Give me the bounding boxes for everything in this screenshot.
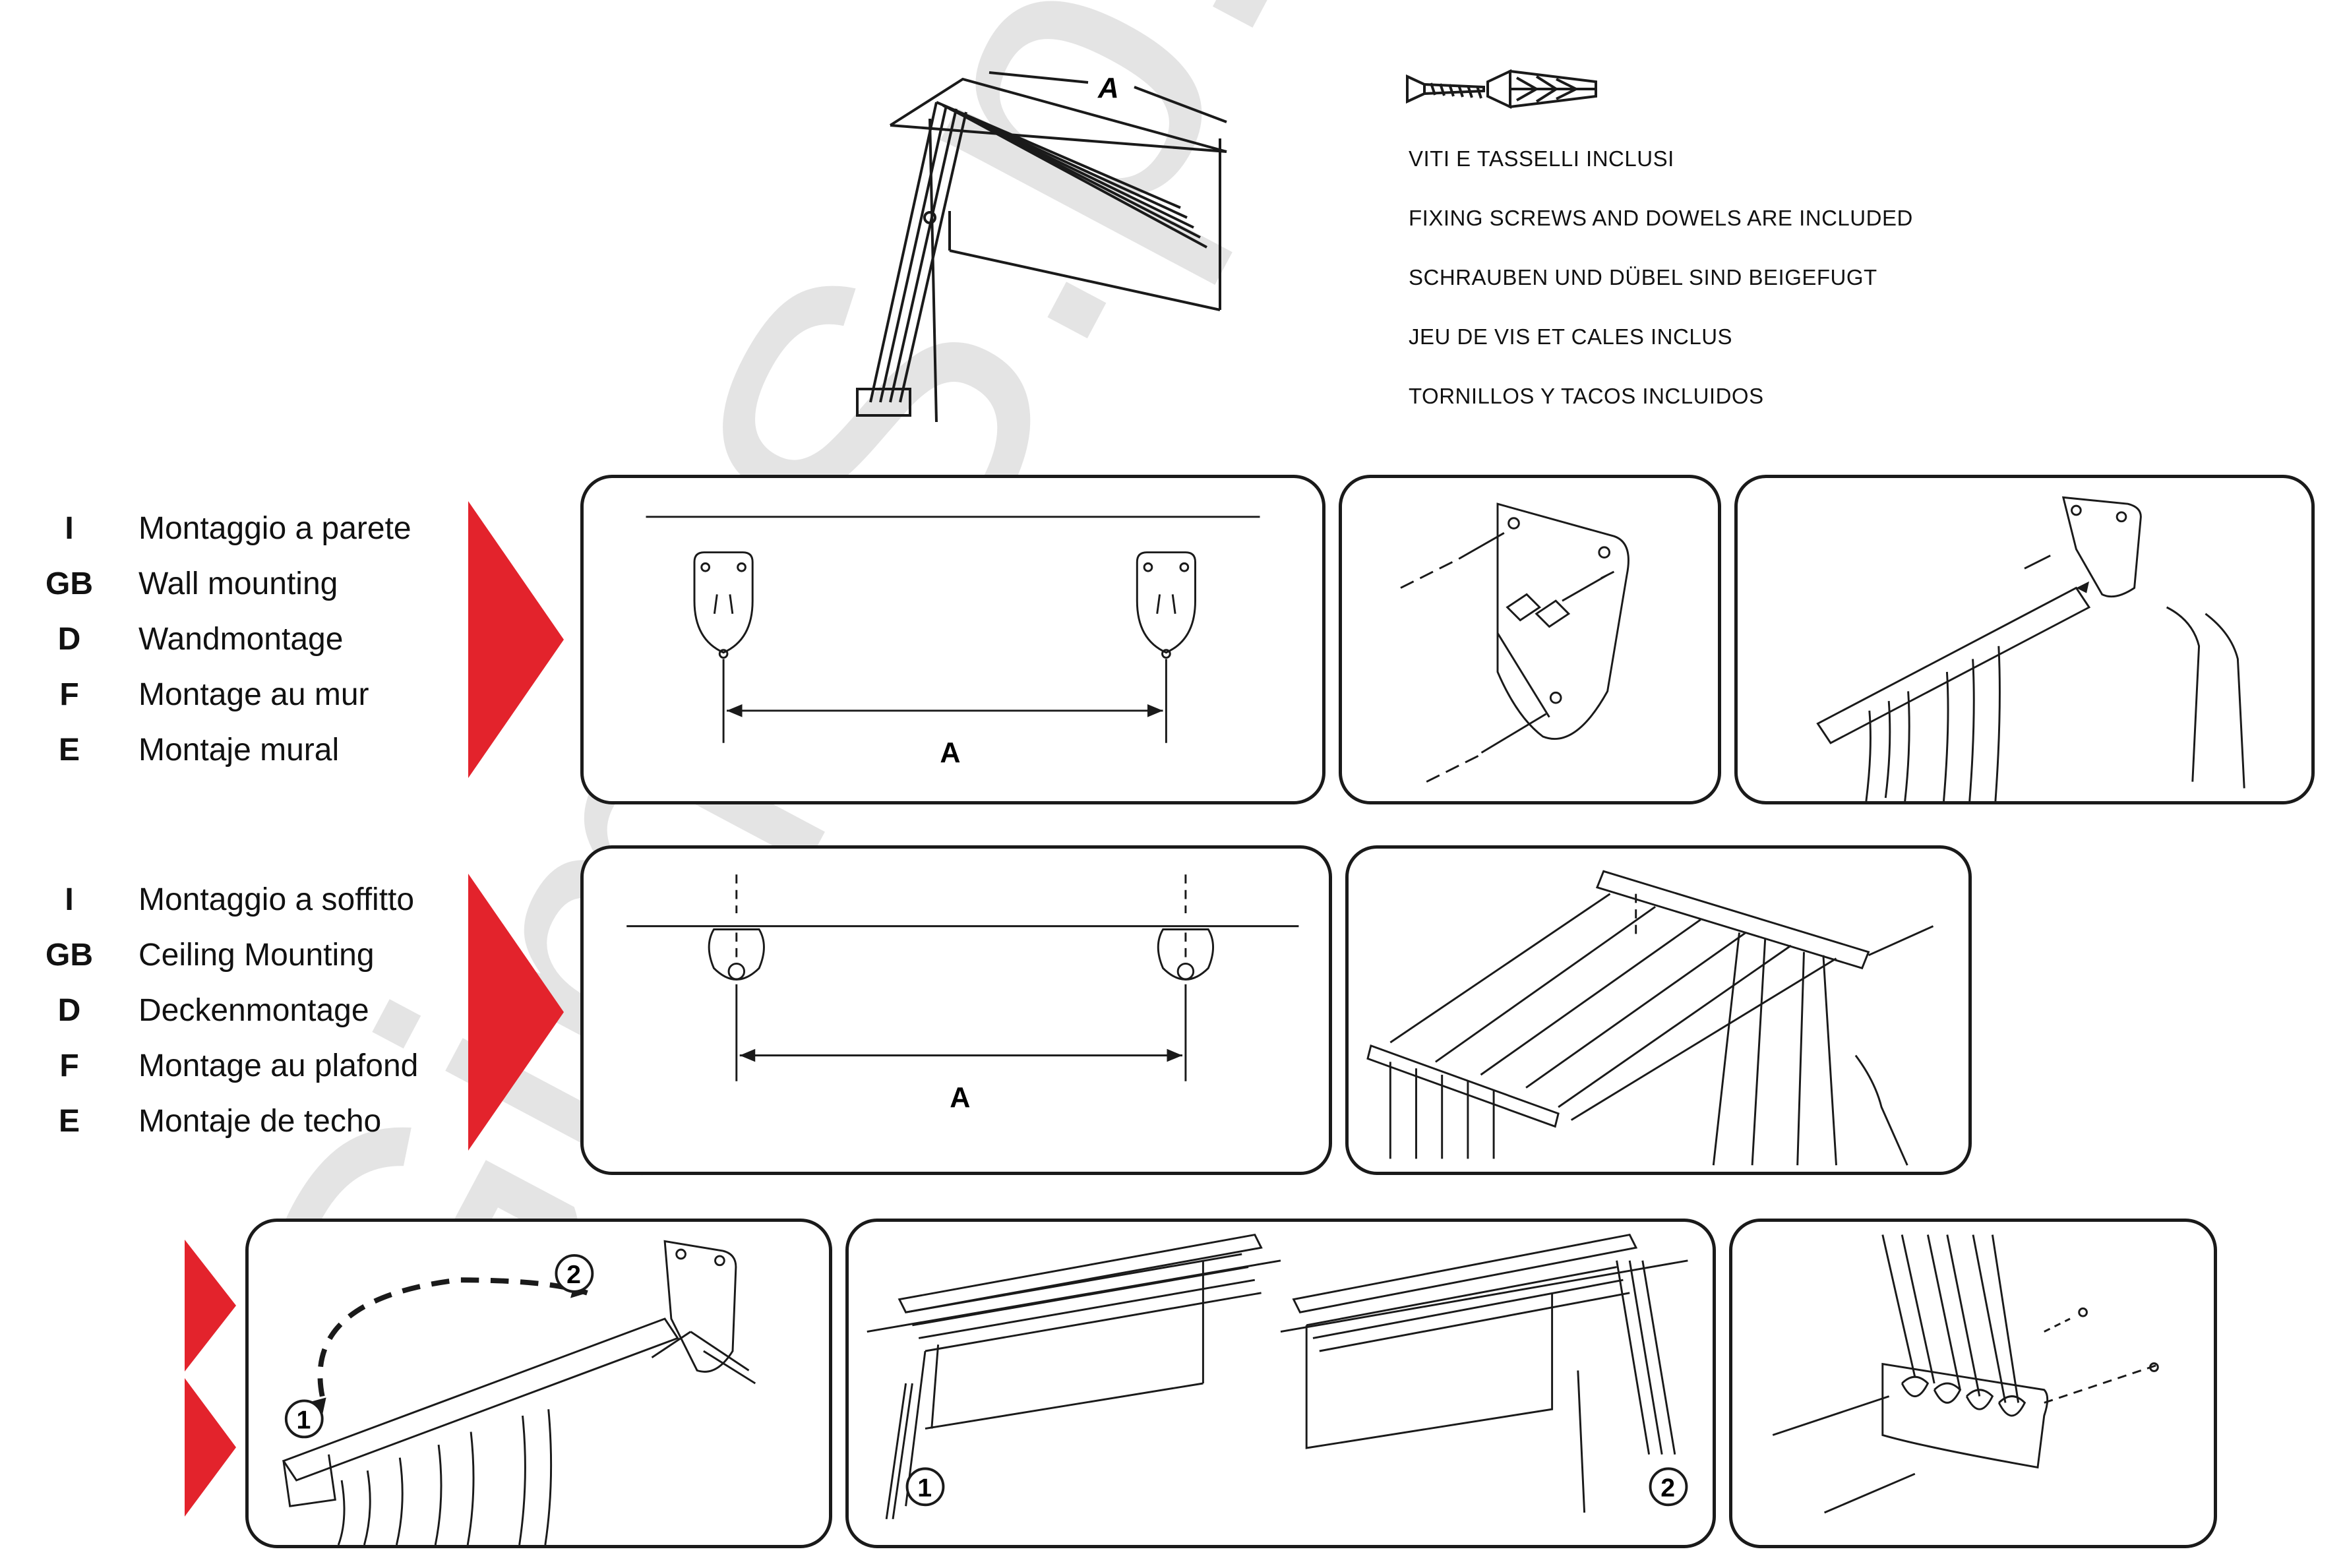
language-label: Montaje mural (138, 733, 340, 768)
step-2-label-b: 2 (1660, 1474, 1675, 1503)
hardware-note-line-1: VITI E TASSELLI INCLUSI (1409, 146, 1674, 171)
language-label: Wall mounting (138, 566, 338, 601)
step-2-label: 2 (566, 1261, 581, 1289)
list-item: I Montaggio a parete (0, 501, 462, 557)
language-label: Montage au mur (138, 677, 369, 712)
hardware-note-line-4: JEU DE VIS ET CALES INCLUS (1409, 324, 1733, 349)
list-item: GB Ceiling Mounting (0, 928, 462, 983)
language-code: D (57, 993, 81, 1028)
wall-mounting-arrow-icon (468, 501, 564, 778)
language-code: E (58, 733, 80, 768)
language-label: Montaggio a parete (138, 511, 411, 546)
ceiling-mounting-arrow-icon (468, 874, 564, 1151)
ceiling-dimension-label: A (950, 1082, 970, 1114)
language-code: GB (46, 938, 93, 973)
wall-bracket-screws-panel (1339, 475, 1721, 804)
language-code: GB (46, 566, 93, 601)
bar-attach-panel: 1 2 (245, 1219, 832, 1548)
ceiling-bracket-spacing-panel: A (580, 845, 1332, 1175)
wall-dimension-label: A (940, 737, 960, 769)
language-label: Ceiling Mounting (138, 938, 375, 973)
hardware-note-line-5: TORNILLOS Y TACOS INCLUIDOS (1409, 384, 1764, 408)
hardware-note-line-3: SCHRAUBEN UND DÜBEL SIND BEIGEFUGT (1409, 265, 1877, 289)
list-item: F Montage au mur (0, 667, 462, 723)
step-1-label-b: 1 (917, 1474, 932, 1503)
list-item: I Montaggio a soffitto (0, 872, 462, 928)
list-item: F Montage au plafond (0, 1039, 462, 1094)
bottom-arrow-icon-upper (185, 1240, 236, 1372)
language-code: I (65, 882, 74, 917)
language-code: E (58, 1104, 80, 1139)
language-label: Montaggio a soffitto (138, 882, 415, 917)
language-label: Montage au plafond (138, 1048, 419, 1083)
bottom-arrow-icon-lower (185, 1378, 236, 1517)
rack-lowering-panel: 1 2 (845, 1219, 1716, 1548)
hardware-note-line-2: FIXING SCREWS AND DOWELS ARE INCLUDED (1409, 206, 1913, 230)
ceiling-mounting-list: I Montaggio a soffitto GB Ceiling Mounting… (0, 872, 462, 1149)
language-code: F (59, 1048, 79, 1083)
cord-cleat-panel (1729, 1219, 2217, 1548)
language-label: Montaje de techo (138, 1104, 382, 1139)
screw-dowel-icon (1406, 69, 1597, 109)
language-label: Wandmontage (138, 622, 344, 657)
wall-bar-insertion-panel (1734, 475, 2315, 804)
wall-mounting-list: I Montaggio a parete GB Wall mounting D Wan… (0, 501, 462, 778)
overview-drawing: A (856, 71, 1227, 423)
list-item: D Wandmontage (0, 612, 462, 667)
list-item: E Montaje de techo (0, 1094, 462, 1149)
language-code: D (57, 622, 81, 657)
overview-dimension-label: A (1097, 72, 1119, 104)
language-label: Deckenmontage (138, 993, 369, 1028)
step-1-label: 1 (297, 1406, 311, 1435)
ceiling-rack-install-panel (1345, 845, 1972, 1175)
wall-bracket-spacing-panel: A (580, 475, 1325, 804)
list-item: E Montaje mural (0, 723, 462, 778)
list-item: D Deckenmontage (0, 983, 462, 1039)
language-code: F (59, 677, 79, 712)
list-item: GB Wall mounting (0, 557, 462, 612)
language-code: I (65, 511, 74, 546)
